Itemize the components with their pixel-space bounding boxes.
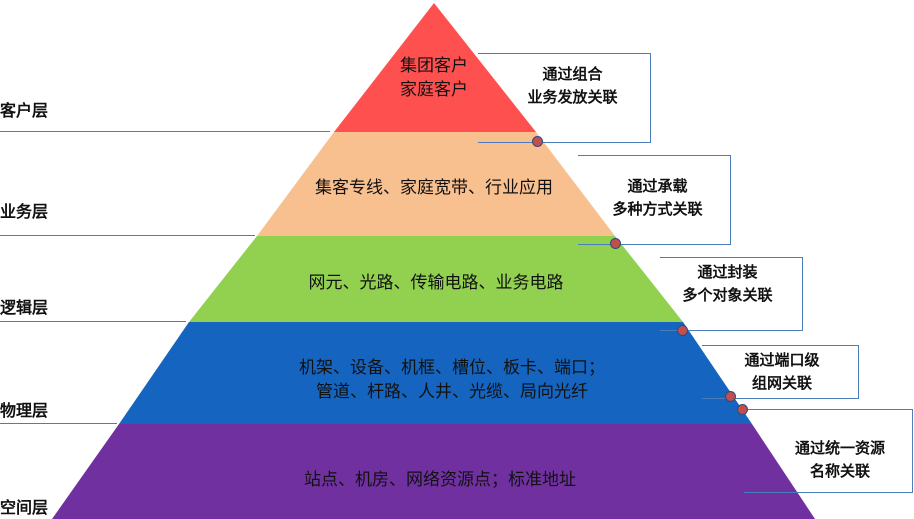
separator-line-logic <box>0 321 186 322</box>
layer-physical-line-2: 管道、杆路、人井、光缆、局向光纤 <box>316 382 588 402</box>
layer-physical-text: 机架、设备、机框、槽位、板卡、端口； 管道、杆路、人井、光缆、局向光纤 <box>262 356 642 404</box>
relation-box-5 <box>744 409 913 493</box>
anchor-dot-1 <box>532 136 543 147</box>
relation-5-line-2: 名称关联 <box>809 462 870 480</box>
relation-1-line-1: 通过组合 <box>542 65 603 83</box>
relation-text-1: 通过组合 业务发放关联 <box>500 63 645 109</box>
relation-5-line-1: 通过统一资源 <box>794 439 885 457</box>
relation-4-line-1: 通过端口级 <box>744 351 820 369</box>
side-label-logic: 逻辑层 <box>0 298 49 317</box>
layer-customer-shape <box>334 3 536 132</box>
layer-logic-line-1: 网元、光路、传输电路、业务电路 <box>308 273 564 293</box>
relation-text-3: 通过封装 多个对象关联 <box>660 261 795 307</box>
separator-line-business <box>0 235 255 236</box>
anchor-dot-5 <box>737 404 748 415</box>
relation-text-4: 通过端口级 组网关联 <box>722 349 842 395</box>
layer-space-shape <box>52 424 815 519</box>
anchor-dot-2 <box>610 238 621 249</box>
relation-3-line-2: 多个对象关联 <box>682 286 773 304</box>
relation-box-2 <box>578 155 731 245</box>
relation-box-3 <box>660 257 803 331</box>
layer-business-line-1: 集客专线、家庭宽带、行业应用 <box>315 178 553 198</box>
side-label-physical: 物理层 <box>0 401 49 420</box>
relation-text-5: 通过统一资源 名称关联 <box>770 437 910 483</box>
layer-space-line-1: 站点、机房、网络资源点；标准地址 <box>304 470 576 490</box>
side-label-space: 空间层 <box>0 498 49 517</box>
relation-4-line-2: 组网关联 <box>751 374 812 392</box>
layer-physical-line-1: 机架、设备、机框、槽位、板卡、端口； <box>299 358 605 378</box>
relation-2-line-2: 多种方式关联 <box>612 200 703 218</box>
anchor-dot-4 <box>725 391 736 402</box>
layer-customer-line-1: 集团客户 <box>400 56 468 76</box>
separator-line-customer <box>0 131 330 132</box>
layer-physical-shape <box>119 322 752 424</box>
relation-3-line-1: 通过封装 <box>697 263 758 281</box>
layer-customer-text: 集团客户 家庭客户 <box>374 54 494 102</box>
side-label-business: 业务层 <box>0 202 49 221</box>
layer-logic-shape <box>189 236 683 322</box>
layer-space-text: 站点、机房、网络资源点；标准地址 <box>260 468 620 492</box>
layer-customer-line-2: 家庭客户 <box>400 80 468 100</box>
layer-logic-text: 网元、光路、传输电路、业务电路 <box>276 271 596 295</box>
layer-business-shape <box>257 132 615 236</box>
relation-1-line-2: 业务发放关联 <box>527 88 618 106</box>
side-label-customer: 客户层 <box>0 101 49 120</box>
relation-2-line-1: 通过承载 <box>627 177 688 195</box>
anchor-dot-3 <box>677 325 688 336</box>
separator-line-physical <box>0 423 117 424</box>
relation-box-4 <box>702 345 859 399</box>
relation-box-1 <box>478 53 651 143</box>
layer-business-text: 集客专线、家庭宽带、行业应用 <box>284 176 584 200</box>
relation-text-2: 通过承载 多种方式关联 <box>590 175 725 221</box>
